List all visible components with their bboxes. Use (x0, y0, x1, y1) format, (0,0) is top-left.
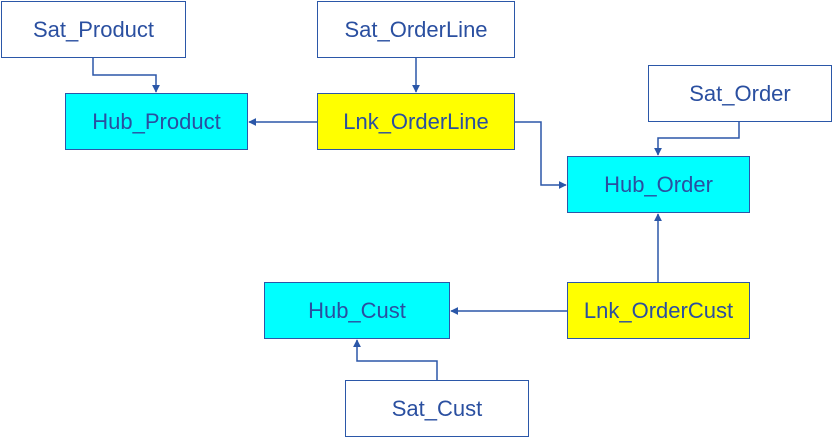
lnk-orderline-node: Lnk_OrderLine (317, 93, 515, 150)
sat-cust-label: Sat_Cust (391, 395, 483, 421)
hub-product-label: Hub_Product (92, 108, 221, 134)
lnk-ordercust-node: Lnk_OrderCust (567, 282, 750, 339)
edge-sat-order-to-hub-order (654, 122, 740, 156)
sat-order-label: Sat_Order (689, 80, 791, 106)
sat-product-node: Sat_Product (1, 1, 186, 58)
sat-orderline-label: Sat_OrderLine (344, 16, 488, 42)
edge-lnk-orderline-to-hub-order (515, 121, 567, 189)
hub-cust-label: Hub_Cust (308, 297, 406, 323)
edge-sat-cust-to-hub-cust (353, 339, 438, 380)
hub-product-node: Hub_Product (65, 93, 248, 150)
sat-cust-node: Sat_Cust (345, 380, 529, 437)
hub-order-label: Hub_Order (604, 171, 713, 197)
lnk-ordercust-label: Lnk_OrderCust (583, 297, 734, 323)
sat-orderline-node: Sat_OrderLine (317, 1, 515, 58)
sat-product-label: Sat_Product (32, 16, 155, 42)
edge-sat-product-to-hub-product (92, 58, 160, 93)
hub-cust-node: Hub_Cust (264, 282, 450, 339)
lnk-orderline-label: Lnk_OrderLine (343, 108, 489, 134)
sat-order-node: Sat_Order (648, 65, 832, 122)
hub-order-node: Hub_Order (567, 156, 750, 213)
